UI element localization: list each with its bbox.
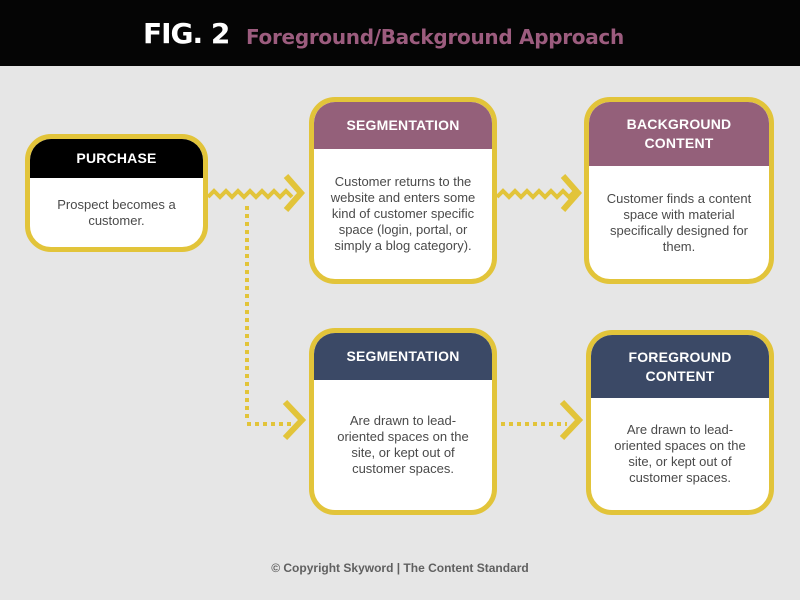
background-content-box: BACKGROUND CONTENT Customer finds a cont… — [584, 97, 774, 284]
zigzag-connector-purchase-to-segmentation — [206, 188, 294, 200]
segmentation-top-text: Customer returns to the website and ente… — [330, 174, 476, 253]
segmentation-bottom-title: SEGMENTATION — [314, 333, 492, 380]
arrowhead-purchase-to-segmentation — [283, 174, 306, 212]
foreground-content-title: FOREGROUND CONTENT — [591, 335, 769, 398]
copyright-footer: © Copyright Skyword | The Content Standa… — [271, 561, 529, 575]
background-content-text: Customer finds a content space with mate… — [606, 190, 752, 254]
purchase-text: Prospect becomes a customer. — [57, 196, 176, 228]
arrowhead-segmentation-to-foreground — [559, 399, 584, 441]
zigzag-connector-segmentation-to-background — [495, 188, 577, 200]
segmentation-top-title: SEGMENTATION — [314, 102, 492, 149]
figure-label: FIG. 2 — [143, 17, 230, 50]
background-content-title: BACKGROUND CONTENT — [589, 102, 769, 166]
header-bar: FIG. 2 Foreground/Background Approach — [0, 0, 800, 66]
figure-title: Foreground/Background Approach — [246, 25, 624, 49]
arrowhead-to-segmentation-bottom — [282, 399, 307, 441]
purchase-box: PURCHASE Prospect becomes a customer. — [25, 134, 208, 252]
foreground-content-box: FOREGROUND CONTENT Are drawn to lead-ori… — [586, 330, 774, 515]
segmentation-bottom-box: SEGMENTATION Are drawn to lead-oriented … — [309, 328, 497, 515]
arrowhead-segmentation-to-background — [560, 174, 583, 212]
purchase-title: PURCHASE — [30, 139, 203, 178]
segmentation-bottom-text: Are drawn to lead-oriented spaces on the… — [337, 413, 469, 476]
foreground-content-text: Are drawn to lead-oriented spaces on the… — [614, 422, 746, 485]
segmentation-top-box: SEGMENTATION Customer returns to the web… — [309, 97, 497, 284]
